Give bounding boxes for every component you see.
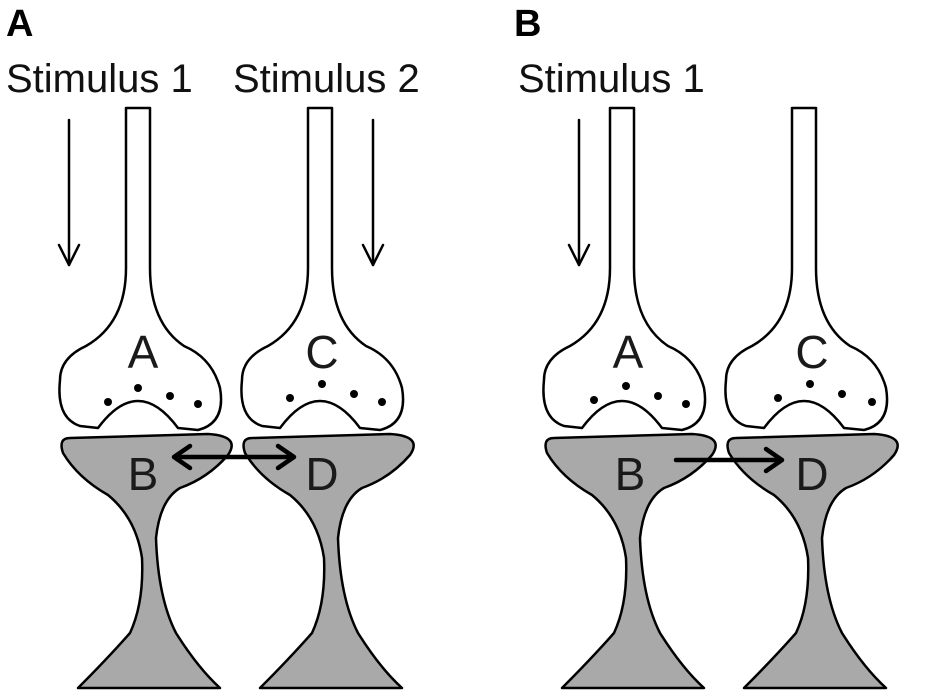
node-label-c-panel-b: C: [795, 326, 828, 378]
stimulus-label-1: Stimulus 1: [6, 57, 193, 101]
node-label-a: A: [128, 326, 159, 378]
panel-a: A Stimulus 1 Stimulus 2: [6, 3, 420, 690]
panel-letter-b: B: [514, 3, 541, 45]
stimulus-label-1-panel-b: Stimulus 1: [518, 57, 705, 101]
presynaptic-terminal-a: [58, 106, 223, 432]
unidirectional-arrow: [673, 446, 785, 474]
vesicles-c: [286, 380, 386, 406]
panel-b: B Stimulus 1 A: [514, 3, 899, 690]
node-label-a-panel-b: A: [613, 326, 644, 378]
vesicles-a: [104, 384, 202, 408]
stimulus-arrow-1-panel-b: [567, 118, 591, 267]
vesicles-a-panel-b: [590, 382, 690, 408]
stimulus-label-2: Stimulus 2: [233, 57, 420, 101]
vesicles-c-panel-b: [774, 380, 876, 406]
node-label-c: C: [305, 326, 338, 378]
node-label-d-panel-b: D: [795, 448, 828, 500]
node-label-d: D: [305, 448, 338, 500]
stimulus-arrow-2: [361, 118, 385, 267]
panel-letter-a: A: [6, 3, 33, 45]
presynaptic-terminal-c-panel-b: [724, 106, 889, 432]
node-label-b: B: [128, 448, 159, 500]
stimulus-arrow-1: [57, 118, 81, 267]
bidirectional-arrow: [171, 443, 297, 471]
presynaptic-terminal-a-panel-b: [542, 106, 707, 432]
node-label-b-panel-b: B: [615, 448, 646, 500]
